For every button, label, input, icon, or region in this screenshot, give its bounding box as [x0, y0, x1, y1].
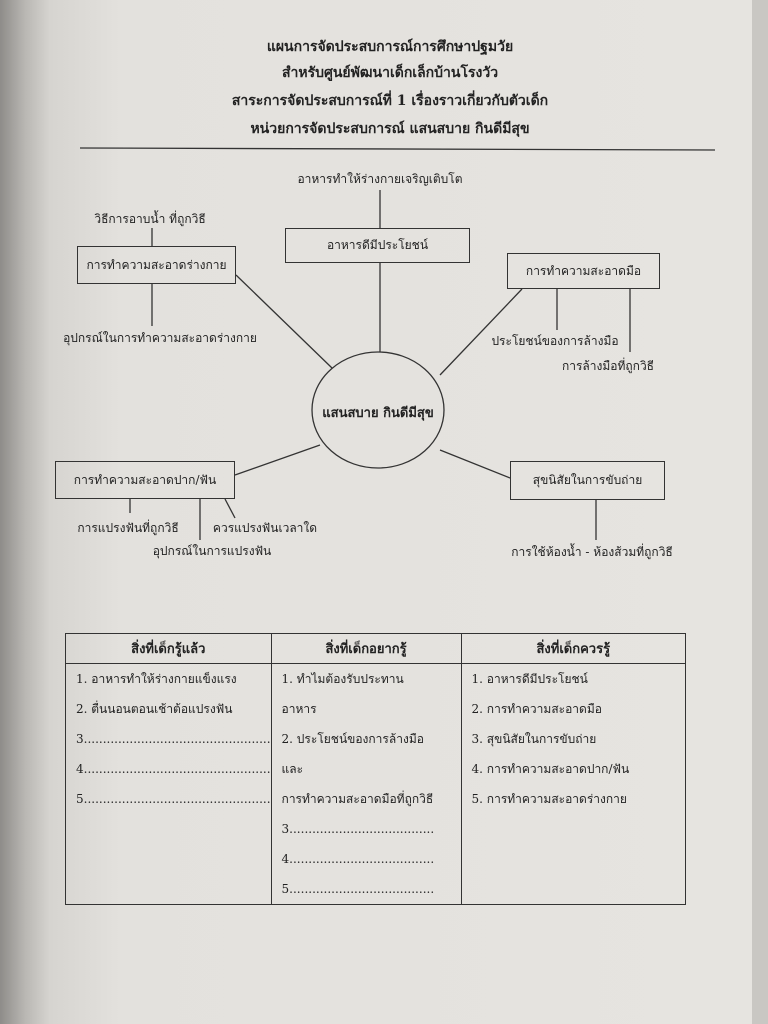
- page-edge: [752, 0, 768, 1024]
- header-known: สิ่งที่เด็กรู้แล้ว: [65, 633, 272, 664]
- left-top-sub-1: วิธีการอาบน้ำ ที่ถูกวิธี: [94, 212, 206, 226]
- header-should-know: สิ่งที่เด็กควรรู้: [460, 633, 687, 664]
- col-known: 1. อาหารทำให้ร่างกายแข็งแรง 2. ตื่นนอนตอ…: [65, 663, 272, 905]
- list-item: 2. การทำความสะอาดมือ: [471, 702, 602, 716]
- list-item: 2. ตื่นนอนตอนเช้าต้อแปรงฟัน: [76, 702, 233, 716]
- table-header-row: สิ่งที่เด็กรู้แล้ว สิ่งที่เด็กอยากรู้ สิ…: [65, 633, 687, 664]
- kwl-table: สิ่งที่เด็กรู้แล้ว สิ่งที่เด็กอยากรู้ สิ…: [65, 633, 687, 905]
- title-line-1: แผนการจัดประสบการณ์การศึกษาปฐมวัย: [266, 39, 514, 55]
- list-item: 1. ทำไมต้องรับประทาน: [281, 672, 404, 686]
- list-item: 4.......................................…: [76, 762, 271, 776]
- list-item: 3......................................: [281, 822, 435, 836]
- box-teeth-cleaning: การทำความสะอาดปาก/ฟัน: [55, 461, 235, 499]
- document-page: แผนการจัดประสบการณ์การศึกษาปฐมวัย สำหรับ…: [0, 0, 752, 1024]
- table-row: 1. อาหารทำให้ร่างกายแข็งแรง 2. ตื่นนอนตอ…: [65, 663, 687, 905]
- box-hand-cleaning: การทำความสะอาดมือ: [507, 253, 660, 289]
- right-bottom-sub-1: การใช้ห้องน้ำ - ห้องส้วมที่ถูกวิธี: [511, 545, 673, 559]
- box-body-cleaning: การทำความสะอาดร่างกาย: [77, 246, 236, 284]
- box-toilet-habits: สุขนิสัยในการขับถ่าย: [510, 461, 665, 500]
- list-item: การทำความสะอาดมือที่ถูกวิธี: [281, 792, 434, 806]
- list-item: 3.......................................…: [76, 732, 271, 746]
- top-sub-1: อาหารทำให้ร่างกายเจริญเติบโต: [297, 172, 463, 186]
- list-item: 5.......................................…: [76, 792, 271, 806]
- title-line-3: สาระการจัดประสบการณ์ที่ 1 เรื่องราวเกี่ย…: [231, 93, 549, 109]
- col-want-to-know: 1. ทำไมต้องรับประทาน อาหาร 2. ประโยชน์ขอ…: [270, 663, 462, 905]
- list-item: 3. สุขนิสัยในการขับถ่าย: [471, 732, 597, 746]
- list-item: 5......................................: [281, 882, 435, 896]
- right-top-sub-2: การล้างมือที่ถูกวิธี: [561, 359, 655, 373]
- list-item: และ: [281, 762, 304, 776]
- center-topic: แสนสบาย กินดีมีสุข: [322, 406, 434, 421]
- list-item: 2. ประโยชน์ของการล้างมือ: [281, 732, 424, 746]
- left-top-sub-2: อุปกรณ์ในการทำความสะอาดร่างกาย: [63, 331, 257, 345]
- left-bottom-sub-1: การแปรงฟันที่ถูกวิธี: [77, 521, 179, 535]
- list-item: 5. การทำความสะอาดร่างกาย: [471, 792, 627, 806]
- title-line-4: หน่วยการจัดประสบการณ์ แสนสบาย กินดีมีสุข: [250, 121, 530, 137]
- list-item: 1. อาหารดีมีประโยชน์: [471, 672, 588, 686]
- col-should-know: 1. อาหารดีมีประโยชน์ 2. การทำความสะอาดมื…: [460, 663, 687, 905]
- right-top-sub-1: ประโยชน์ของการล้างมือ: [491, 334, 619, 348]
- list-item: อาหาร: [281, 702, 317, 716]
- header-want-to-know: สิ่งที่เด็กอยากรู้: [270, 633, 462, 664]
- list-item: 4. การทำความสะอาดปาก/ฟัน: [471, 762, 630, 776]
- title-line-2: สำหรับศูนย์พัฒนาเด็กเล็กบ้านโรงวัว: [281, 65, 499, 81]
- diagram-connectors: [79, 147, 716, 540]
- list-item: 4......................................: [281, 852, 435, 866]
- box-food: อาหารดีมีประโยชน์: [285, 228, 470, 263]
- list-item: 1. อาหารทำให้ร่างกายแข็งแรง: [76, 672, 237, 686]
- left-bottom-sub-3: ควรแปรงฟันเวลาใด: [212, 521, 318, 535]
- left-bottom-sub-2: อุปกรณ์ในการแปรงฟัน: [152, 544, 272, 558]
